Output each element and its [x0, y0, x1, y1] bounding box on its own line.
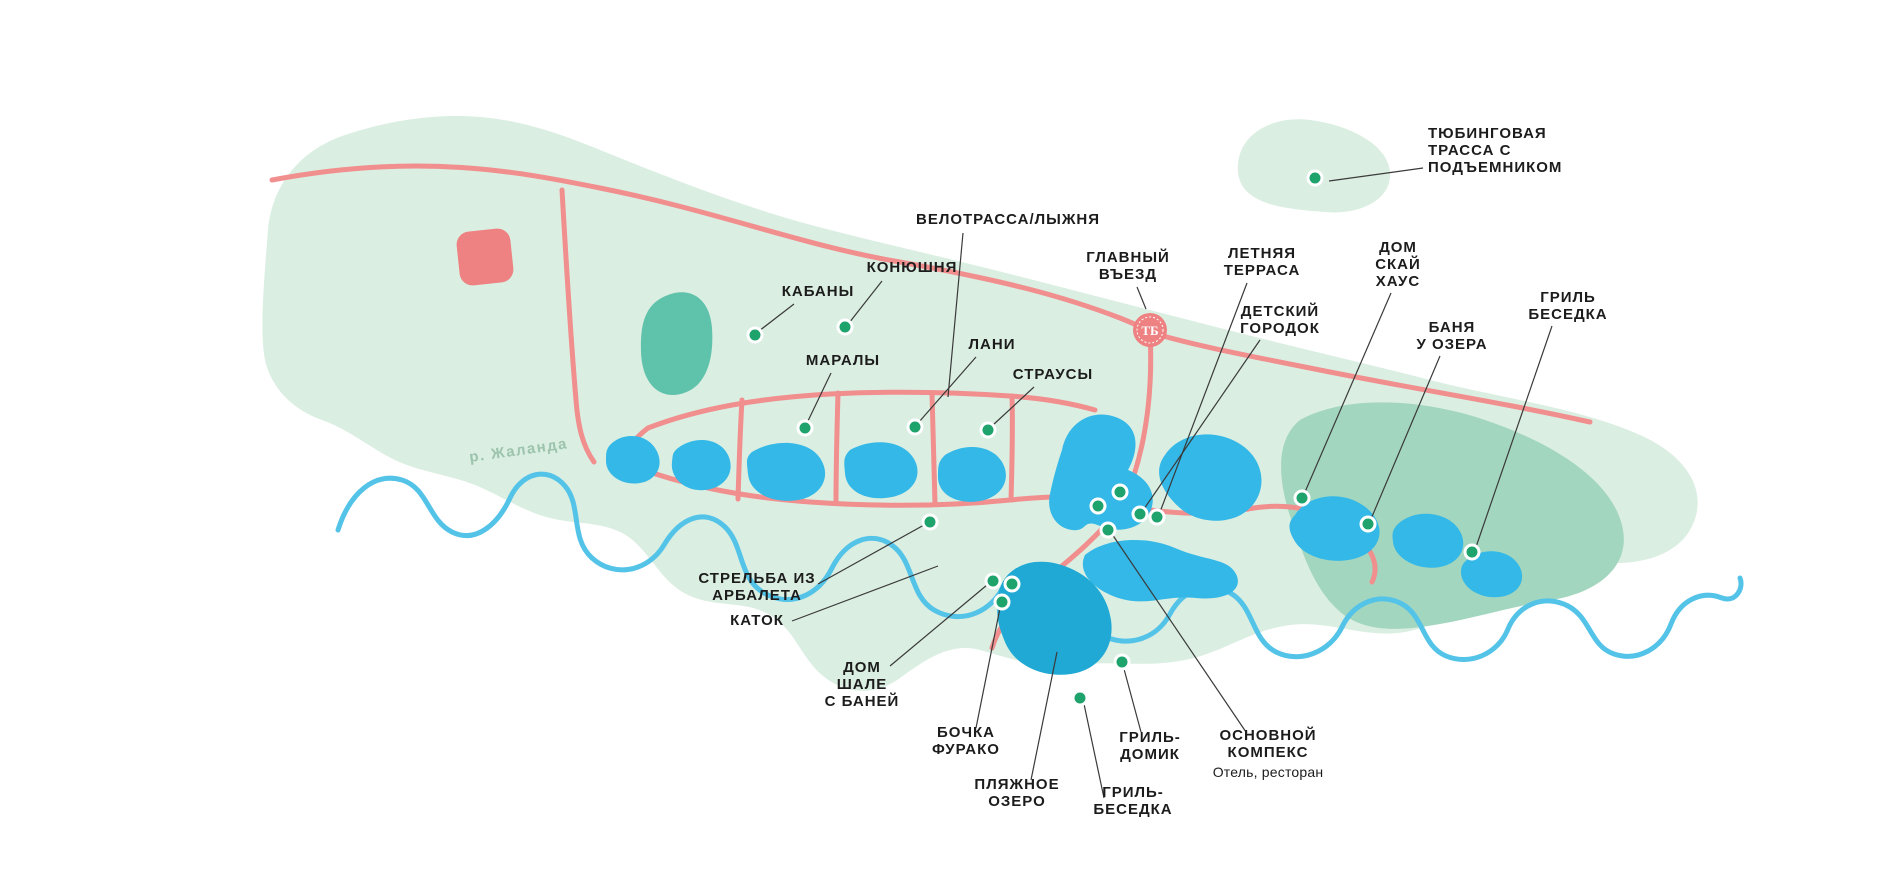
detskiy-gorodok-marker[interactable] [1131, 505, 1149, 523]
gril-domik-marker[interactable] [1113, 653, 1131, 671]
velotrassa-lyzhnya-leader-line [947, 232, 964, 398]
banya-u-ozera-marker[interactable] [1359, 515, 1377, 533]
letnyaya-terrasa-marker[interactable] [1148, 508, 1166, 526]
dom-skay-haus-marker[interactable] [1293, 489, 1311, 507]
bochka-furako-leader-line [975, 607, 1001, 729]
gril-besedka-yug-marker[interactable] [1071, 689, 1089, 707]
strausy-label: СТРАУСЫ [1013, 366, 1093, 383]
maraly-marker[interactable] [796, 419, 814, 437]
complex-marker-2[interactable] [1111, 483, 1129, 501]
gril-besedka-vostok-leader-line [1475, 325, 1553, 548]
tyubingovaya-trassa-marker[interactable] [1306, 169, 1324, 187]
osnovnoy-kompleks-marker[interactable] [1099, 521, 1117, 539]
lake [671, 439, 731, 491]
lake [1159, 434, 1262, 521]
osnovnoy-kompleks-sublabel: Отель, ресторан [1213, 764, 1324, 780]
road-paddock-top [645, 389, 1098, 431]
road-main [269, 163, 1593, 425]
markers-layer: ТБ [746, 169, 1481, 707]
lani-label: ЛАНИ [969, 336, 1016, 353]
building-square [456, 228, 514, 286]
gril-besedka-yug-leader-line [1083, 703, 1105, 799]
konyushnya-marker[interactable] [836, 318, 854, 336]
lani-leader-line [918, 356, 977, 423]
letnyaya-terrasa-leader-line [1159, 282, 1248, 513]
plyazhnoye-ozero-leader-line [1030, 651, 1058, 781]
detskiy-gorodok-leader-line [1143, 339, 1261, 510]
entrance-monogram: ТБ [1141, 323, 1158, 338]
lake [938, 446, 1006, 502]
maraly-leader-line [806, 372, 832, 424]
lake [746, 442, 826, 501]
maraly-label: МАРАЛЫ [806, 352, 880, 369]
lake [1082, 539, 1238, 602]
strausy-leader-line [992, 386, 1035, 426]
kabany-marker[interactable] [746, 326, 764, 344]
katok-leader-line [791, 565, 939, 622]
strausy-marker[interactable] [979, 421, 997, 439]
road-west-branch [559, 187, 597, 465]
forest-area [1281, 402, 1624, 629]
glavnyy-vezd-leader-line [1136, 286, 1147, 310]
tyubingovaya-trassa-leader-line [1328, 167, 1424, 182]
road-pen-divider-1 [735, 397, 745, 502]
beach-lake [997, 561, 1112, 675]
konyushnya-leader-line [848, 280, 883, 324]
lake [1392, 513, 1464, 568]
strelba-iz-arbaleta-marker[interactable] [921, 513, 939, 531]
gril-besedka-yug-label: ГРИЛЬ-БЕСЕДКА [1093, 784, 1172, 818]
lake [1049, 414, 1153, 531]
gril-besedka-vostok-marker[interactable] [1463, 543, 1481, 561]
main-entrance-logo[interactable]: ТБ [1133, 313, 1167, 347]
entrance-ornament [1136, 316, 1164, 344]
dom-shale-s-baney-marker[interactable] [984, 572, 1002, 590]
banya-u-ozera-leader-line [1370, 355, 1441, 520]
road-pen-divider-4 [1008, 393, 1015, 503]
grove-area [640, 292, 713, 395]
road-pen-divider-3 [929, 390, 938, 507]
complex-marker-1[interactable] [1089, 497, 1107, 515]
leader-lines-layer [758, 167, 1553, 799]
strelba-iz-arbaleta-leader-line [817, 524, 925, 585]
kabany-leader-line [758, 303, 795, 332]
entrance-circle [1133, 313, 1167, 347]
gril-domik-leader-line [1123, 668, 1142, 733]
kabany-label: КАБАНЫ [782, 283, 855, 300]
katok-label: КАТОК [730, 612, 784, 629]
tubing-area [1237, 119, 1391, 213]
complex-marker-3[interactable] [1003, 575, 1021, 593]
dom-skay-haus-leader-line [1304, 292, 1392, 493]
velotrassa-lyzhnya-label: ВЕЛОТРАССА/ЛЫЖНЯ [916, 211, 1100, 228]
lake [1461, 551, 1523, 598]
lake [1289, 496, 1380, 561]
osnovnoy-kompleks-leader-line [1111, 533, 1247, 733]
bochka-furako-marker[interactable] [993, 593, 1011, 611]
konyushnya-label: КОНЮШНЯ [867, 259, 958, 276]
dom-shale-s-baney-leader-line [889, 584, 988, 667]
lake [606, 435, 660, 484]
gril-domik-label: ГРИЛЬ-ДОМИК [1119, 729, 1181, 763]
road-pen-divider-2 [833, 390, 841, 506]
lani-marker[interactable] [906, 418, 924, 436]
lake [844, 442, 918, 499]
